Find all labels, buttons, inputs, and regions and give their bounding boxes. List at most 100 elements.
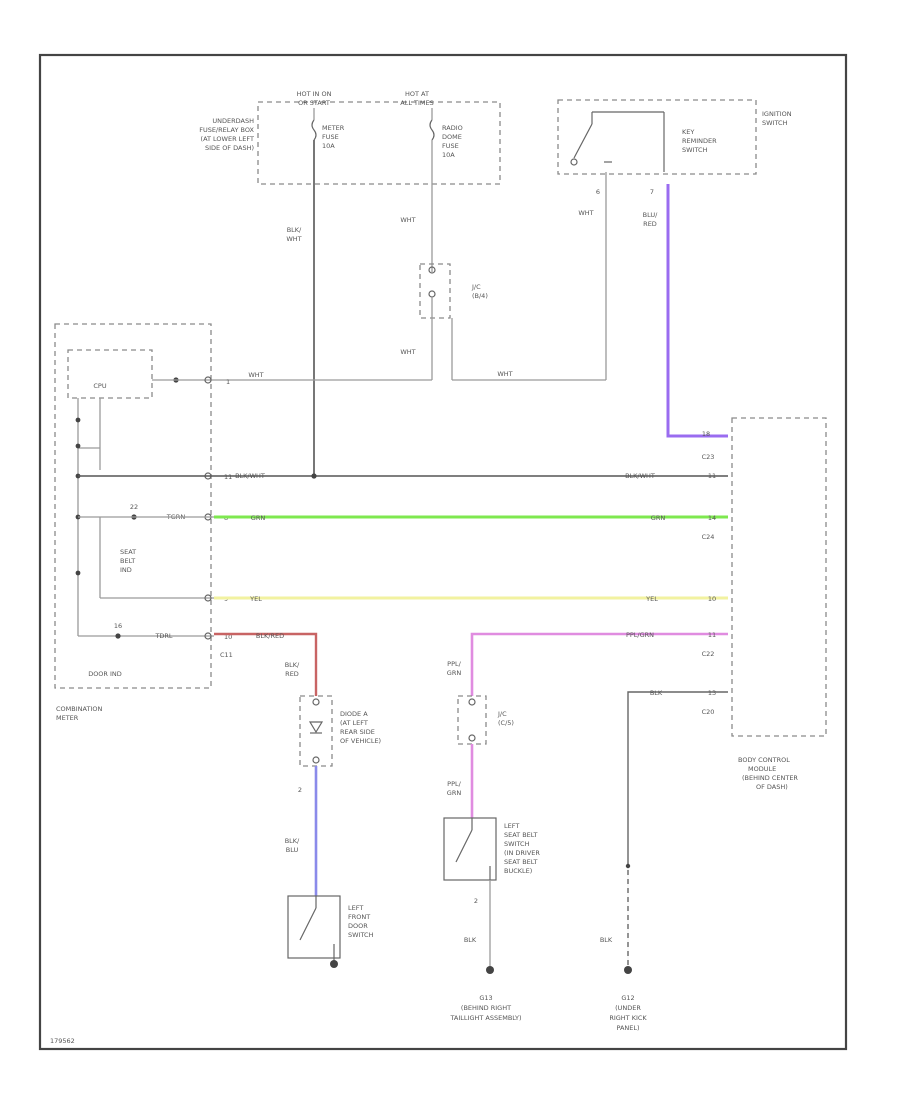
bcm-pin-1: 18 bbox=[702, 430, 710, 438]
wht-label-radio: WHT bbox=[400, 216, 415, 224]
hot-run-label-2: OR START bbox=[298, 99, 330, 107]
meter-pin-row3 bbox=[204, 594, 212, 602]
seat-belt-ind-label-1: SEAT bbox=[120, 548, 136, 556]
ppl-grn-lower-label-2: GRN bbox=[447, 789, 462, 797]
bcm-label-1: BODY CONTROL bbox=[738, 756, 790, 764]
meter-pin-row4 bbox=[204, 632, 212, 640]
ground-right-label-3: RIGHT KICK bbox=[609, 1014, 647, 1022]
connector-c20: C20 bbox=[702, 708, 715, 716]
jc-b4-terminal-1 bbox=[428, 266, 436, 274]
ppl-grn-label-2: GRN bbox=[447, 669, 462, 677]
seat-belt-switch-label-1: LEFT bbox=[504, 822, 519, 830]
seat-belt-switch-box bbox=[443, 817, 497, 881]
jc-c5-terminal-1 bbox=[468, 698, 476, 706]
g12-ground-icon bbox=[624, 966, 632, 974]
bus-junction-2 bbox=[75, 443, 81, 449]
combination-meter-label-1: COMBINATION bbox=[56, 705, 102, 713]
blk-wht-splice bbox=[311, 473, 317, 479]
ground-left-label-3: TAILLIGHT ASSEMBLY) bbox=[449, 1014, 521, 1022]
radio-fuse-label-2: DOME bbox=[442, 133, 462, 141]
g13-ground-icon bbox=[486, 966, 494, 974]
blk-wht-run-right: BLK/WHT bbox=[625, 472, 655, 480]
ignition-label-1: IGNITION bbox=[762, 110, 792, 118]
ppl-grn-label-1: PPL/ bbox=[447, 660, 461, 668]
blu-red-wire bbox=[666, 184, 728, 438]
diode-label-3: REAR SIDE bbox=[340, 728, 375, 736]
blu-red-label-1: BLU/ bbox=[643, 211, 659, 219]
ignition-label-2: SWITCH bbox=[762, 119, 788, 127]
fuse-relay-box bbox=[257, 101, 501, 185]
fuse-box-label-1: UNDERDASH bbox=[212, 117, 254, 125]
seat-belt-switch-label-6: BUCKLE) bbox=[504, 867, 532, 875]
wht-label-jc: WHT bbox=[400, 348, 415, 356]
seat-belt-pin: 2 bbox=[474, 897, 478, 905]
key-switch-contact bbox=[570, 158, 578, 166]
blk-label-bcm: BLK bbox=[650, 689, 663, 697]
junction-connector-b4 bbox=[419, 263, 451, 319]
meter-pin-5: 10 bbox=[224, 633, 232, 641]
diode-terminal-bottom bbox=[312, 756, 320, 764]
diode-label-2: (AT LEFT bbox=[340, 719, 368, 727]
combination-meter-label-2: METER bbox=[56, 714, 79, 722]
junction-connector-c5 bbox=[457, 695, 487, 745]
hot-all-label-1: HOT AT bbox=[405, 90, 429, 98]
blk-wht-label-1: BLK/ bbox=[287, 226, 302, 234]
meter-fuse-label-2: FUSE bbox=[322, 133, 339, 141]
grn-label-right: GRN bbox=[651, 514, 666, 522]
ign-pin-wht: 6 bbox=[596, 188, 600, 196]
bcm-pin-2: 11 bbox=[708, 472, 716, 480]
bcm-blk-ground-wire bbox=[627, 691, 728, 968]
door-ind-dot bbox=[115, 633, 121, 639]
meter-pin-top bbox=[204, 376, 212, 384]
blk-wht-label-2: WHT bbox=[286, 235, 301, 243]
jc-top-label-1: J/C bbox=[471, 283, 481, 291]
seat-belt-switch-label-5: SEAT BELT bbox=[504, 858, 538, 866]
meter-fuse-label-3: 10A bbox=[322, 142, 335, 150]
radio-fuse-label-3: FUSE bbox=[442, 142, 459, 150]
cpu-box bbox=[67, 349, 153, 399]
wht-label-ign: WHT bbox=[578, 209, 593, 217]
seat-belt-switch-label-2: SEAT BELT bbox=[504, 831, 538, 839]
diode-label-4: OF VEHICLE) bbox=[340, 737, 381, 745]
radio-fuse-icon bbox=[429, 119, 435, 141]
seat-belt-ind-label-3: IND bbox=[120, 566, 132, 574]
connector-c22: C22 bbox=[702, 650, 715, 658]
blk-red-label-2: RED bbox=[285, 670, 299, 678]
door-ind-pin: 16 bbox=[114, 622, 122, 630]
tdrl-label: TDRL bbox=[154, 632, 172, 640]
bcm-pin-6: 13 bbox=[708, 689, 716, 697]
key-reminder-label-3: SWITCH bbox=[682, 146, 708, 154]
cpu-label: CPU bbox=[93, 382, 106, 390]
key-reminder-label-2: REMINDER bbox=[682, 137, 717, 145]
bcm-pin-3: 14 bbox=[708, 514, 716, 522]
figure-id: 179562 bbox=[50, 1037, 75, 1045]
fuse-box-label-2: FUSE/RELAY BOX bbox=[199, 126, 254, 134]
blk-blu-label-2: BLU bbox=[286, 846, 299, 854]
hot-all-label-2: ALL TIMES bbox=[400, 99, 433, 107]
fuse-box-label-4: SIDE OF DASH) bbox=[205, 144, 254, 152]
wht-label-cpu: WHT bbox=[248, 371, 263, 379]
seat-belt-ind-label-2: BELT bbox=[120, 557, 135, 565]
bcm-label-2: MODULE bbox=[748, 765, 776, 773]
diode-label-1: DIODE A bbox=[340, 710, 368, 718]
seat-belt-switch-label-4: (IN DRIVER bbox=[504, 849, 540, 857]
ground-left-label-1: G13 bbox=[479, 994, 492, 1002]
jc-b4-terminal-2 bbox=[428, 290, 436, 298]
ground-right-label-4: PANEL) bbox=[616, 1024, 639, 1032]
blk-red-label-1: BLK/ bbox=[285, 661, 300, 669]
blk-label-ground: BLK bbox=[600, 936, 613, 944]
blk-blu-label-1: BLK/ bbox=[285, 837, 300, 845]
jc-c5-terminal-2 bbox=[468, 734, 476, 742]
blk-red-wire bbox=[214, 632, 318, 696]
connector-c11: C11 bbox=[220, 651, 233, 659]
meter-fuse-label-1: METER bbox=[322, 124, 345, 132]
lf-door-label-2: FRONT bbox=[348, 913, 370, 921]
ppl-grn-lower-label-1: PPL/ bbox=[447, 780, 461, 788]
seat-belt-switch-blade bbox=[455, 829, 473, 863]
lf-door-pin: 2 bbox=[298, 786, 302, 794]
lf-door-switch-box bbox=[287, 895, 341, 959]
radio-fuse-label-4: 10A bbox=[442, 151, 455, 159]
ignition-switch-box bbox=[557, 99, 757, 175]
ground-left-label-2: (BEHIND RIGHT bbox=[461, 1004, 511, 1012]
key-reminder-switch-blade bbox=[573, 123, 593, 159]
